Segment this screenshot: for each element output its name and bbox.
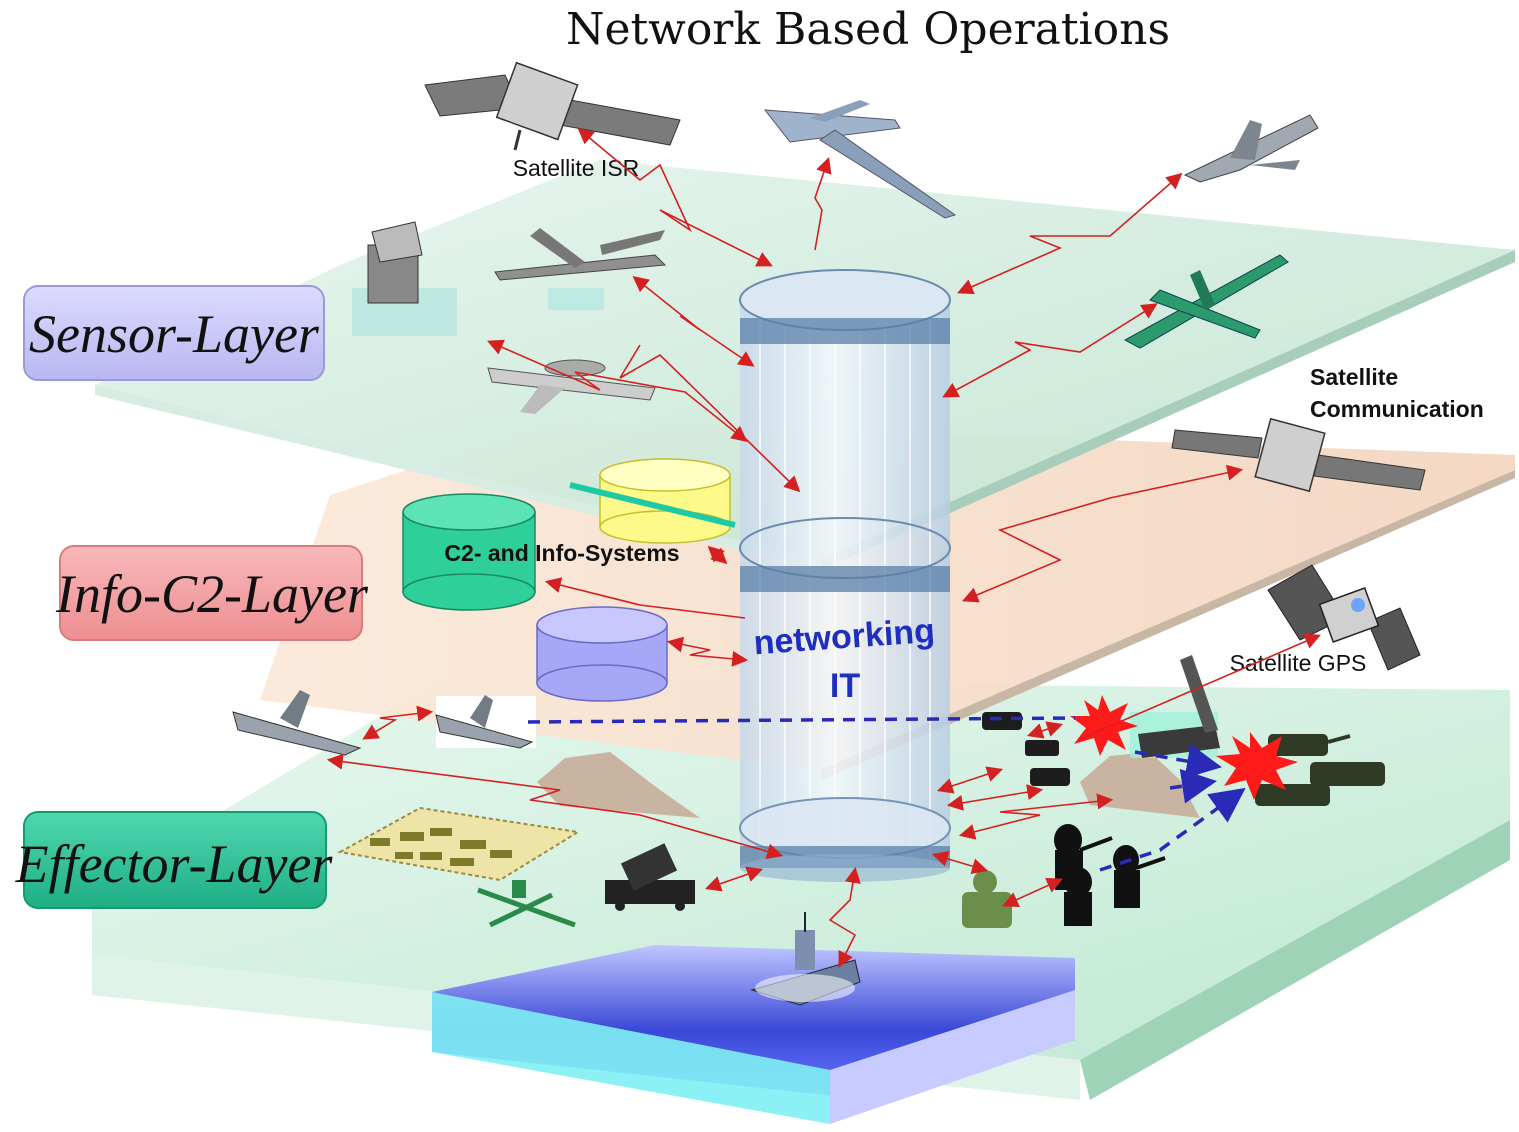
ship-icon: [750, 912, 861, 1006]
satellite-communication-icon: [1171, 417, 1426, 493]
database-purple-icon: [536, 606, 668, 702]
satellite-isr-icon: [424, 61, 681, 151]
sensor-layer-label: Sensor-Layer: [29, 304, 320, 364]
database-green-icon: [402, 493, 536, 611]
recon-aircraft-icon: [1123, 254, 1289, 349]
satellite-communication-label-line2: Communication: [1310, 396, 1484, 422]
database-yellow-icon: [599, 458, 731, 544]
info-c2-layer-label: Info-C2-Layer: [55, 564, 369, 624]
hub-cylinder-icon: [739, 269, 951, 882]
c2-database-icons: [402, 458, 736, 702]
fighter-jet-right-icon: [435, 695, 536, 749]
water-block: [432, 945, 1075, 1124]
satellite-communication-label-line1: Satellite: [1310, 364, 1398, 390]
drone-icon: [763, 100, 957, 219]
dashed-targeting-links: [527, 716, 1246, 872]
fighter-jet-icon: [1183, 114, 1319, 183]
communication-links: [326, 127, 1321, 968]
satellite-gps-icon: [1267, 564, 1421, 671]
info-c2-layer-badge: Info-C2-Layer: [55, 545, 369, 641]
radio-soldier-icon: [962, 870, 1012, 928]
satellite-isr-label: Satellite ISR: [513, 155, 640, 181]
diagram-title: Network Based Operations: [566, 4, 1170, 55]
helipad-icon: [477, 880, 576, 928]
effector-layer-label: Effector-Layer: [15, 834, 334, 894]
sensor-layer-badge: Sensor-Layer: [23, 285, 325, 381]
tank-icons: [982, 712, 1385, 806]
effector-layer-badge: Effector-Layer: [15, 811, 334, 909]
missile-launcher-icon: [1130, 655, 1220, 758]
hub-label-it: IT: [830, 667, 860, 705]
explosion-icons: [1070, 695, 1298, 800]
radar-station-icon: [352, 221, 457, 336]
c2-systems-label: C2- and Info-Systems: [444, 540, 679, 566]
satellite-gps-label: Satellite GPS: [1230, 650, 1367, 676]
